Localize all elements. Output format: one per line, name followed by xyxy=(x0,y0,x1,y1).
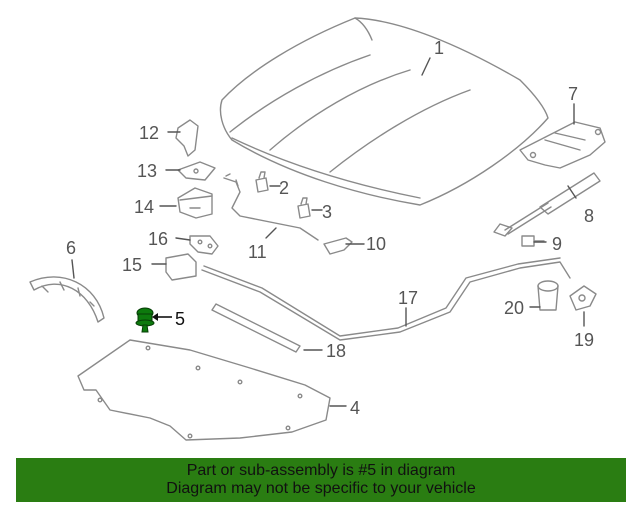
part-label-6: 6 xyxy=(66,238,76,258)
part-label-15: 15 xyxy=(122,255,142,275)
part-label-16: 16 xyxy=(148,229,168,249)
cover-part[interactable] xyxy=(569,285,597,311)
banner-line-1: Part or sub-assembly is #5 in diagram xyxy=(186,462,456,479)
bracket-part-16[interactable] xyxy=(189,235,219,255)
part-label-20: 20 xyxy=(504,298,524,318)
hood-hinge-part[interactable] xyxy=(519,121,606,169)
part-label-11: 11 xyxy=(248,242,267,262)
bracket-part-13[interactable] xyxy=(177,161,216,181)
release-handle-part[interactable] xyxy=(323,237,353,255)
part-label-2: 2 xyxy=(279,178,289,198)
part-label-14: 14 xyxy=(134,197,154,217)
latch-part[interactable] xyxy=(177,187,213,219)
bracket-part-12[interactable] xyxy=(175,119,199,157)
release-cable-part[interactable] xyxy=(223,173,319,241)
part-label-19: 19 xyxy=(574,330,594,350)
part-label-1: 1 xyxy=(434,38,444,58)
insulator-pad-part[interactable] xyxy=(77,339,331,441)
part-label-4: 4 xyxy=(350,398,360,418)
leader-lines xyxy=(71,57,585,407)
bolt-part[interactable] xyxy=(521,235,545,247)
bracket-part-15[interactable] xyxy=(165,253,197,281)
part-label-12: 12 xyxy=(139,123,159,143)
hood-part[interactable] xyxy=(219,17,549,206)
part-label-3: 3 xyxy=(322,202,332,222)
parts-diagram: 1 2 3 4 5 6 7 8 9 10 11 12 13 14 16 15 1… xyxy=(29,17,606,441)
part-label-10: 10 xyxy=(366,234,386,254)
release-cable-17-part[interactable] xyxy=(201,257,571,341)
part-label-17: 17 xyxy=(398,288,418,308)
bumper-part-3[interactable] xyxy=(297,197,311,219)
lift-support-part[interactable] xyxy=(493,172,601,237)
bumper-part[interactable] xyxy=(255,171,269,193)
banner-line-2: Diagram may not be specific to your vehi… xyxy=(166,480,476,497)
part-label-5-highlighted[interactable]: 5 xyxy=(175,309,185,329)
retainer-clip-part-highlighted[interactable] xyxy=(135,307,155,333)
part-label-13: 13 xyxy=(137,161,157,181)
cap-part[interactable] xyxy=(537,280,559,311)
info-banner: Part or sub-assembly is #5 in diagram Di… xyxy=(16,458,626,502)
part-label-8: 8 xyxy=(584,206,594,226)
part-label-18: 18 xyxy=(326,341,346,361)
weatherstrip-part[interactable] xyxy=(211,303,301,353)
fender-seal-part[interactable] xyxy=(29,276,105,323)
part-label-7: 7 xyxy=(568,84,578,104)
part-label-9: 9 xyxy=(552,234,562,254)
